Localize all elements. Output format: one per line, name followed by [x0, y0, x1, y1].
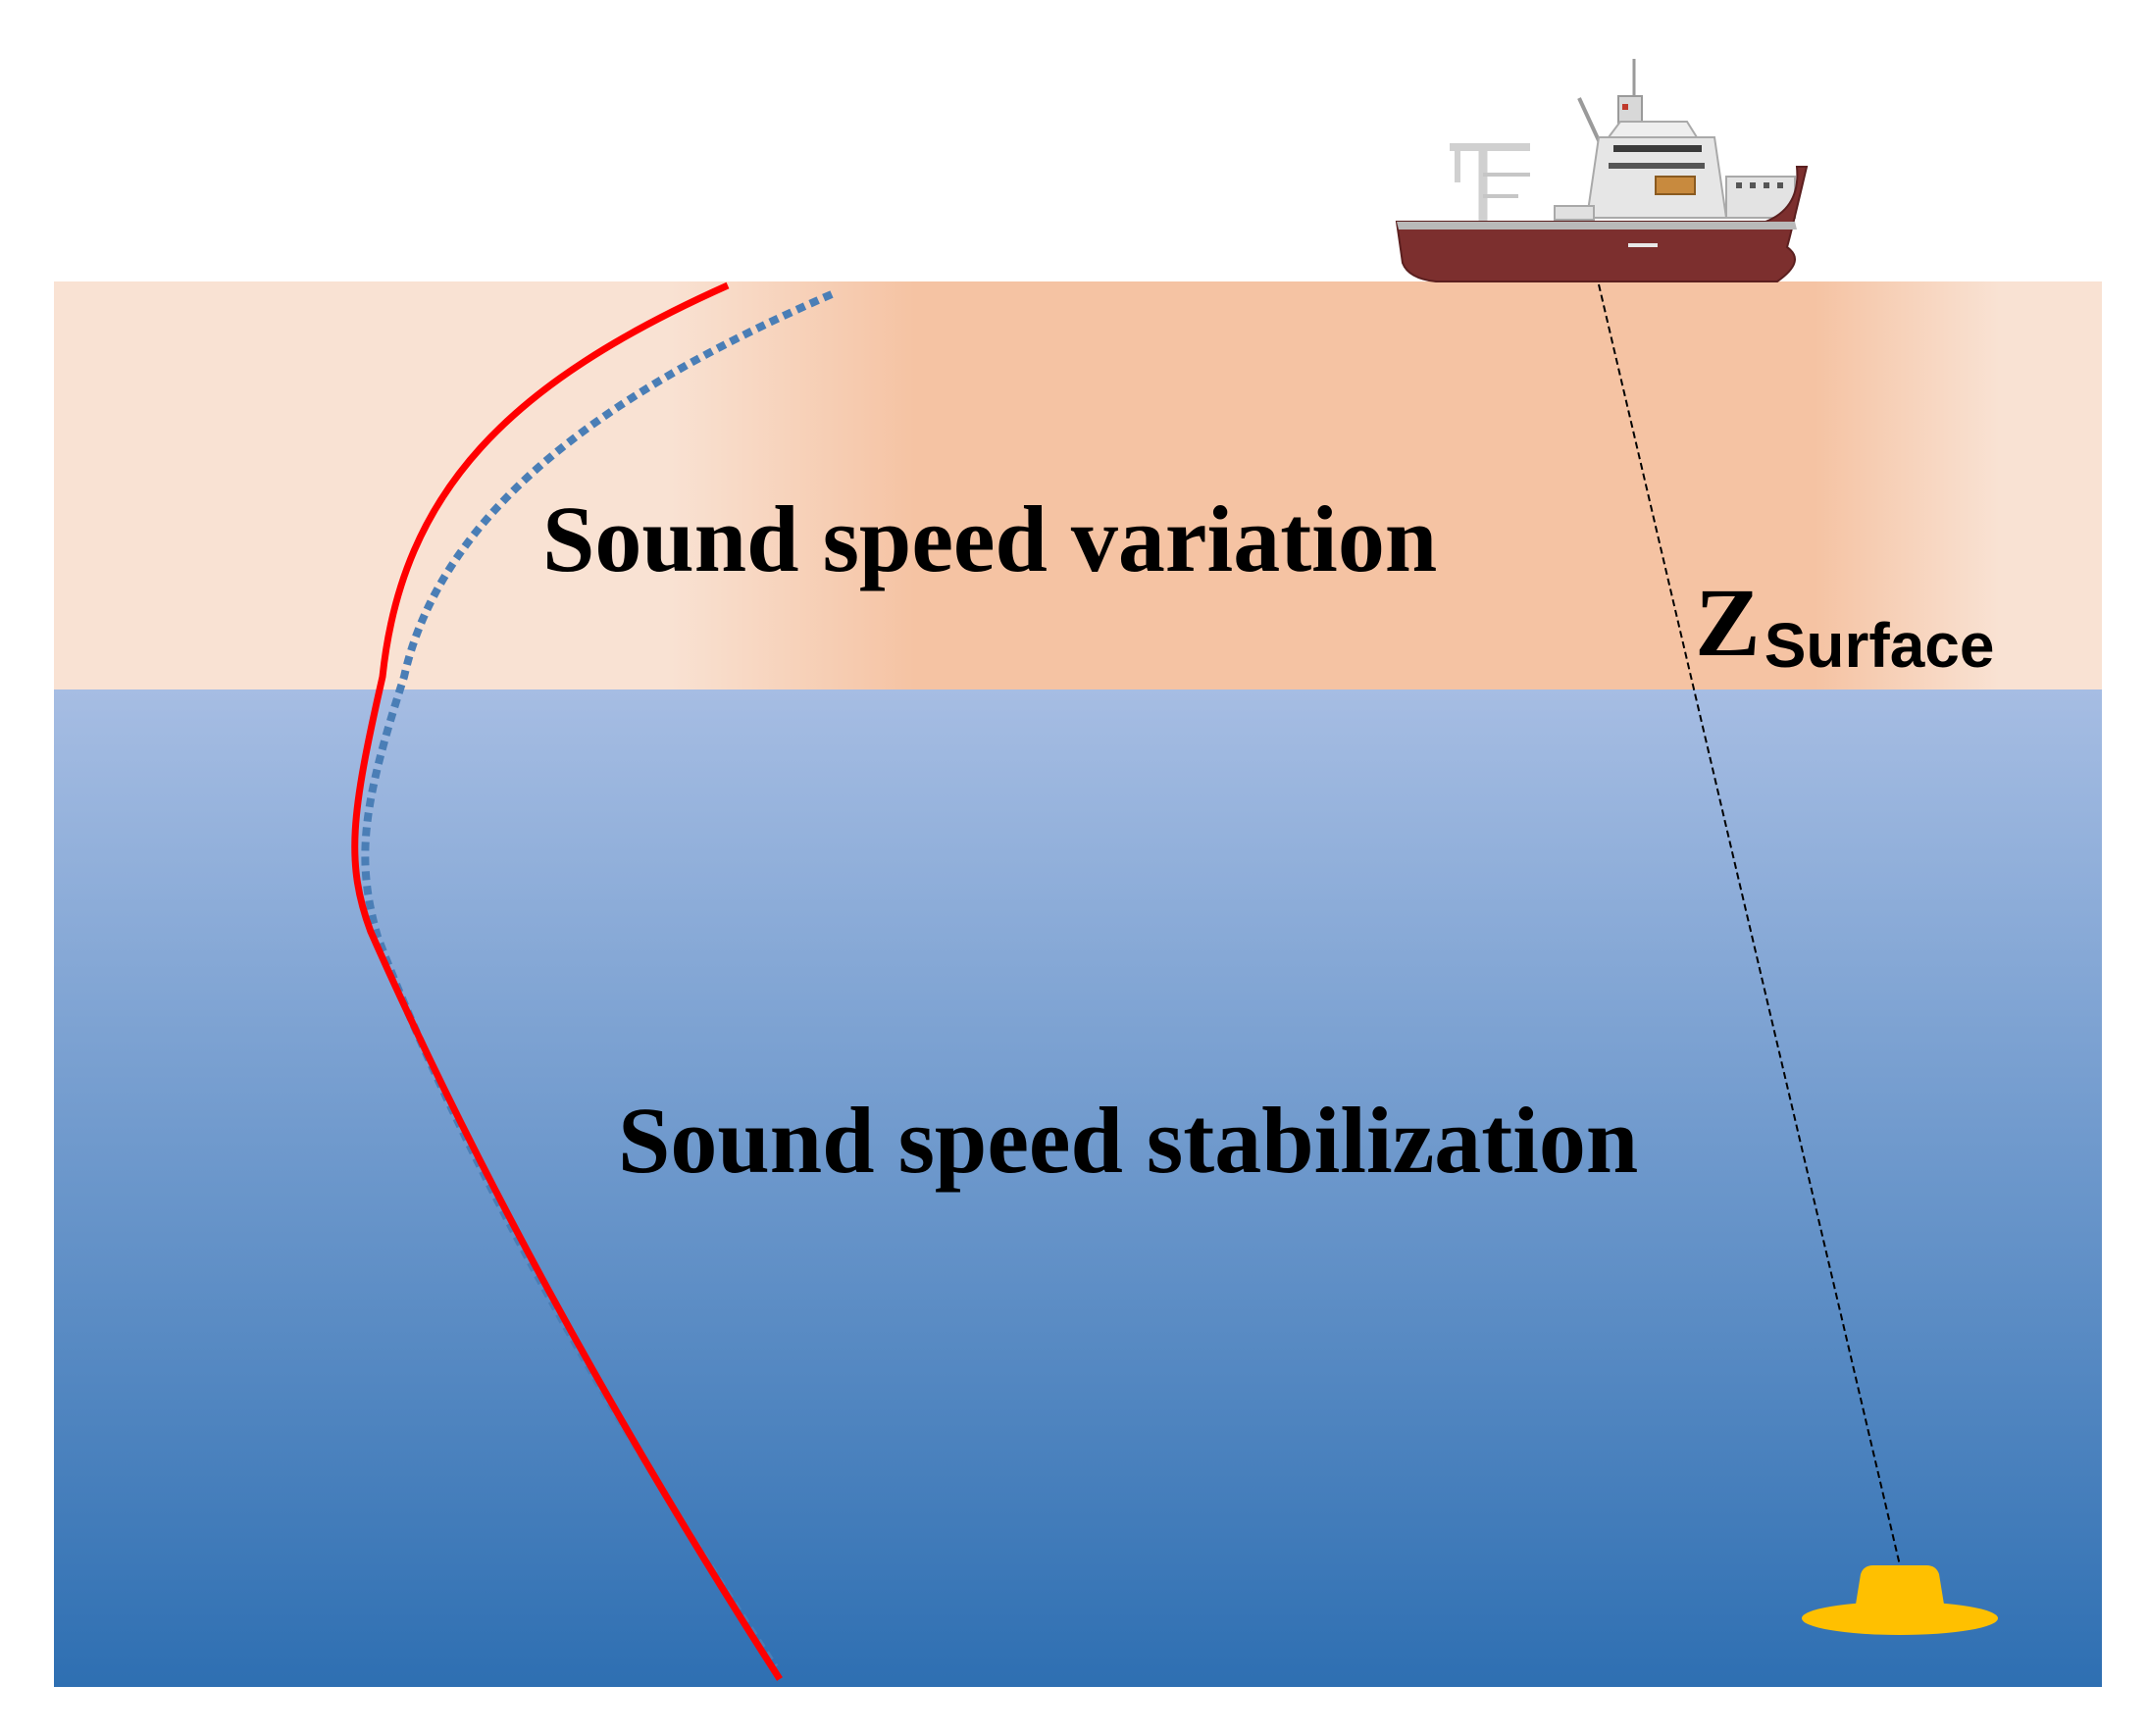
surface-layer: [54, 281, 2102, 689]
acoustic-ray-line: [1598, 283, 1901, 1566]
seafloor-transponder-icon: [1802, 1565, 1998, 1635]
sound-speed-stabilization-label: Sound speed stabilization: [618, 1088, 1638, 1193]
survey-vessel-icon: [1395, 59, 1809, 282]
sound-speed-variation-label: Sound speed variation: [542, 486, 1437, 591]
depth-subscript: Surface: [1764, 610, 1995, 681]
depth-label: Z Surface: [1695, 568, 1994, 681]
depth-symbol: Z: [1695, 568, 1761, 677]
measured-sound-speed-profile: [351, 281, 783, 1681]
deep-water-layer: [54, 689, 2102, 1687]
